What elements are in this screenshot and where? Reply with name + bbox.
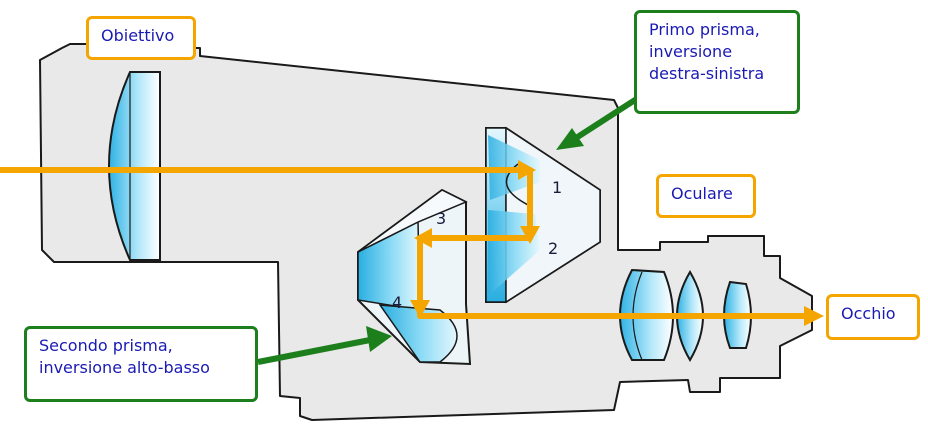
arrow-icon xyxy=(518,160,536,180)
arrow-icon xyxy=(520,226,540,244)
second-prism-label: Secondo prisma, inversione alto-basso xyxy=(24,326,258,402)
light-path xyxy=(0,167,812,319)
objective-label: Obiettivo xyxy=(86,16,196,60)
arrow-icon xyxy=(804,306,824,326)
eyepiece-label: Oculare xyxy=(656,174,756,218)
arrow-icon xyxy=(410,300,430,318)
reflection-number: 2 xyxy=(548,239,558,258)
reflection-number: 4 xyxy=(392,293,402,312)
arrow-icon xyxy=(414,228,432,248)
eye-label: Occhio xyxy=(826,294,920,340)
objective-lens xyxy=(108,71,161,261)
first-prism-label: Primo prisma, inversione destra-sinistra xyxy=(634,10,800,114)
reflection-number: 3 xyxy=(436,209,446,228)
reflection-number: 1 xyxy=(552,178,562,197)
arrow-icon xyxy=(556,128,584,150)
arrow-icon xyxy=(366,326,392,352)
second-prism xyxy=(357,188,472,366)
